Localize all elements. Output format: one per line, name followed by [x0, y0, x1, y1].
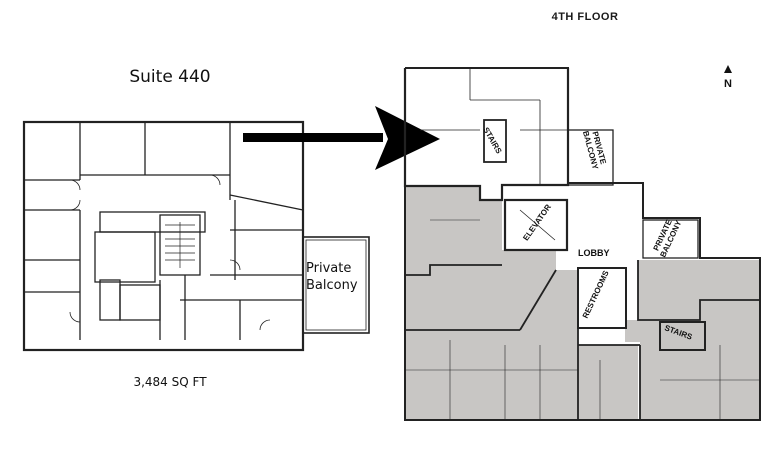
suite-outer-wall — [22, 120, 305, 352]
square-footage: 3,484 SQ FT — [133, 375, 207, 389]
floor-title: 4TH FLOOR — [551, 11, 619, 23]
elevator — [503, 198, 569, 252]
stairs-bottom — [659, 321, 706, 351]
private-balcony-top — [567, 129, 614, 186]
suite-balcony-label-line1: Private — [306, 261, 352, 276]
suite-balcony-label-line2: Balcony — [306, 278, 358, 293]
private-balcony-mid — [642, 219, 699, 259]
stairs-top — [483, 119, 507, 163]
leased-area-west — [405, 186, 578, 420]
suite-plan — [22, 120, 370, 352]
suite-balcony — [302, 236, 370, 334]
restrooms — [577, 267, 627, 329]
pointer-arrow — [243, 106, 440, 170]
floor-plan — [403, 67, 761, 421]
leased-area-east — [625, 260, 760, 420]
north-arrow-icon — [724, 65, 732, 73]
suite-title: Suite 440 — [129, 67, 211, 87]
lobby-label: LOBBY — [578, 248, 610, 258]
suite-stairs — [159, 214, 201, 276]
suite-balcony-label: Private Balcony — [306, 260, 370, 294]
north-label: N — [724, 78, 732, 90]
